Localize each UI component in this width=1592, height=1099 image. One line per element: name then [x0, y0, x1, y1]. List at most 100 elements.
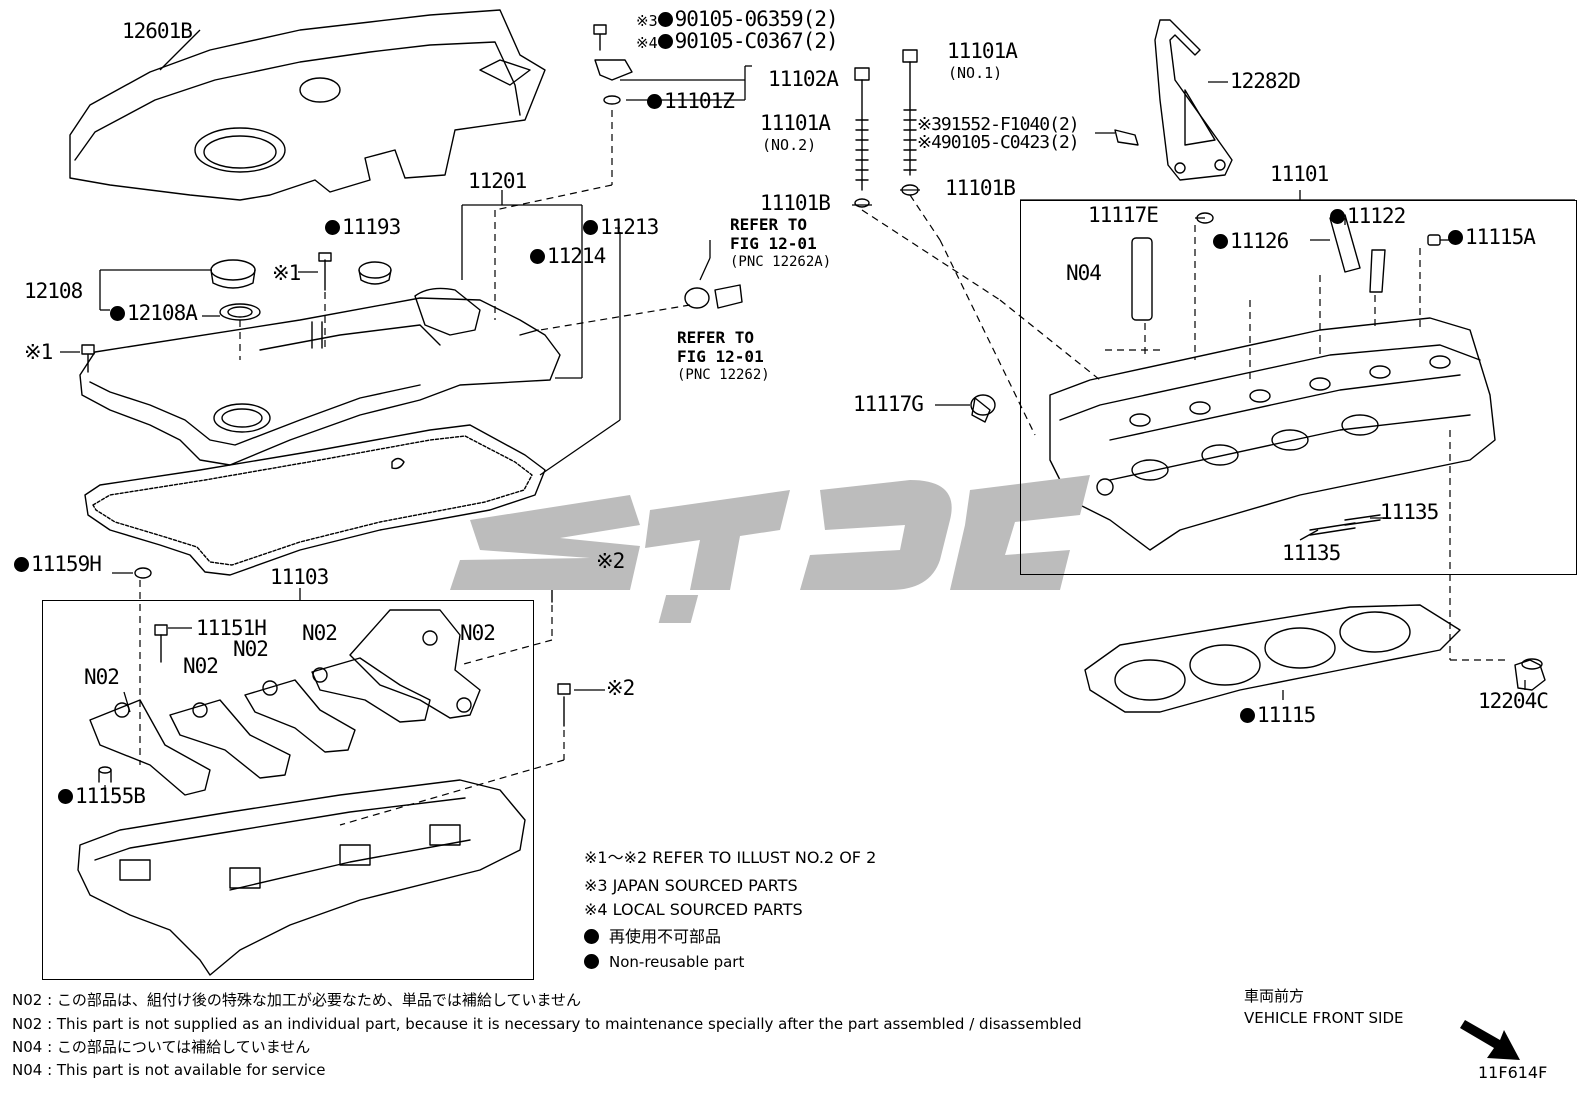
label-N02-3: N02	[233, 637, 269, 661]
non-reusable-dot-icon	[1240, 708, 1255, 723]
head-gasket-drawing	[1084, 604, 1461, 713]
label-11115: 11115	[1240, 703, 1316, 727]
ref-pnc: (PNC 12262)	[677, 367, 770, 383]
label-11101: 11101	[1270, 162, 1329, 186]
non-reusable-dot-icon	[14, 557, 29, 572]
label-N02-4: N02	[183, 654, 219, 678]
label-11155B: 11155B	[58, 784, 146, 808]
note-non-reusable-en: Non-reusable part	[584, 952, 744, 972]
label-11101A-no2: 11101A	[760, 111, 831, 135]
label-12601B: 12601B	[122, 19, 193, 43]
bracket-drawing	[1154, 19, 1233, 181]
non-reusable-dot-icon	[530, 249, 545, 264]
non-reusable-dot-icon	[657, 34, 673, 49]
label-11117E: 11117E	[1088, 203, 1159, 227]
direction-label-en: VEHICLE FRONT SIDE	[1244, 1009, 1404, 1027]
label-mark2-bottom: ※2	[606, 676, 635, 700]
label-N02-2: N02	[460, 621, 496, 645]
label-11122: 11122	[1330, 204, 1406, 228]
label-mark1-left: ※1	[24, 340, 53, 364]
label-90105-06359: ※3 90105-06359(2)	[636, 7, 839, 32]
label-11102A: 11102A	[768, 67, 839, 91]
camshaft-housing-group-box	[42, 600, 534, 980]
label-11101B-left: 11101B	[760, 191, 831, 215]
note-japan-sourced: ※3 JAPAN SOURCED PARTS	[584, 876, 798, 895]
oil-cap-drawing	[210, 259, 392, 321]
non-reusable-dot-icon	[657, 12, 673, 27]
ref-line2: FIG 12-01	[730, 234, 817, 253]
label-text: 11155B	[75, 784, 146, 808]
head-cover-drawing	[79, 287, 561, 466]
label-11159H: 11159H	[14, 552, 102, 576]
label-text: 90105-C0367(2)	[674, 29, 839, 53]
label-text: 12108A	[127, 301, 198, 325]
label-11101Z: 11101Z	[647, 89, 735, 113]
label-text: 11115	[1257, 703, 1316, 727]
ref-pnc: (PNC 12262A)	[730, 254, 832, 270]
engine-cover-drawing	[69, 9, 546, 201]
cylinder-head-group-box	[1020, 200, 1577, 575]
label-11101A-no1-sub: (NO.1)	[948, 64, 1003, 82]
plug-drawing	[1514, 658, 1546, 691]
label-text: 11213	[600, 215, 659, 239]
label-text: 11159H	[31, 552, 102, 576]
note-text: Non-reusable part	[609, 953, 745, 971]
mark-3: ※3	[636, 12, 658, 30]
footnote-n02-jp: N02 : この部品は、組付け後の特殊な加工が必要なため、単品では補給していませ…	[12, 991, 582, 1009]
ref-line1: REFER TO	[677, 328, 755, 347]
non-reusable-dot-icon	[325, 220, 340, 235]
note-local-sourced: ※4 LOCAL SOURCED PARTS	[584, 900, 803, 919]
non-reusable-dot-icon	[647, 94, 662, 109]
label-11126: 11126	[1213, 229, 1289, 253]
label-11201: 11201	[468, 169, 527, 193]
label-12108A: 12108A	[110, 301, 198, 325]
footnote-n02-en: N02 : This part is not supplied as an in…	[12, 1015, 1082, 1033]
label-12204C: 12204C	[1478, 689, 1549, 713]
footnote-n04-en: N04 : This part is not available for ser…	[12, 1061, 326, 1079]
non-reusable-dot-icon	[58, 789, 73, 804]
label-11135-right: 11135	[1380, 500, 1439, 524]
hose-drawing	[684, 284, 743, 309]
non-reusable-dot-icon	[110, 306, 125, 321]
ref-line2: FIG 12-01	[677, 347, 764, 366]
refer-fig-12-01-a: REFER TO FIG 12-01 (PNC 12262A)	[730, 215, 831, 272]
label-11115A: 11115A	[1448, 226, 1536, 248]
label-text: 11101Z	[664, 89, 735, 113]
watermark-logo	[450, 475, 1090, 623]
label-90105-C0367: ※4 90105-C0367(2)	[636, 29, 839, 54]
label-11101B-right: 11101B	[945, 176, 1016, 200]
non-reusable-dot-icon	[1213, 234, 1228, 249]
illustration-id: 11F614F	[1478, 1063, 1548, 1082]
label-11103: 11103	[270, 565, 329, 589]
front-arrow	[1460, 1020, 1520, 1060]
label-N04: N04	[1066, 261, 1102, 285]
note-refer-illust: ※1～※2 REFER TO ILLUST NO.2 OF 2	[584, 848, 877, 867]
label-11214: 11214	[530, 245, 606, 267]
label-11101A-no1: 11101A	[947, 39, 1018, 63]
label-11117G: 11117G	[853, 392, 924, 416]
camshaft-housing-drawing	[77, 609, 526, 976]
label-11101A-no2-sub: (NO.2)	[762, 136, 817, 154]
non-reusable-dot-icon	[1330, 209, 1345, 224]
cylinder-head-drawing	[970, 212, 1496, 551]
label-91552-F1040: ※391552-F1040(2)	[917, 114, 1080, 135]
label-text: 90105-06359(2)	[674, 7, 839, 31]
label-N02-5: N02	[84, 665, 120, 689]
non-reusable-dot-icon	[584, 954, 599, 969]
label-90105-C0423: ※490105-C0423(2)	[917, 132, 1080, 153]
label-mark2-top: ※2	[596, 549, 625, 573]
gasket-drawing	[84, 424, 546, 576]
non-reusable-dot-icon	[584, 929, 599, 944]
note-text: 再使用不可部品	[609, 927, 722, 946]
label-text: 11126	[1230, 229, 1289, 253]
direction-label-jp: 車両前方	[1244, 987, 1305, 1005]
label-text: 11122	[1347, 204, 1406, 228]
label-12282D: 12282D	[1230, 69, 1301, 93]
mark-4: ※4	[636, 34, 658, 52]
label-12108: 12108	[24, 279, 83, 303]
label-text: 11193	[342, 215, 401, 239]
refer-fig-12-01-b: REFER TO FIG 12-01 (PNC 12262)	[677, 328, 770, 385]
label-11193: 11193	[325, 215, 401, 239]
ref-line1: REFER TO	[730, 215, 808, 234]
